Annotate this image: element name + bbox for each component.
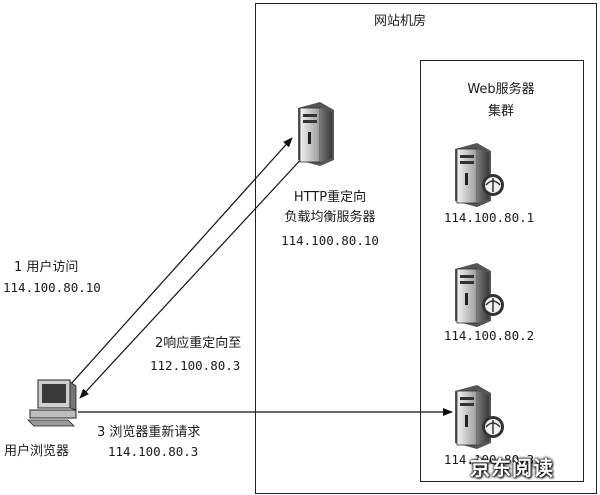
web-server-3-icon: [455, 385, 504, 449]
user-computer-icon: [27, 379, 77, 427]
load-balancer-ip: 114.100.80.10: [281, 233, 379, 248]
step-2-ip: 112.100.80.3: [150, 358, 241, 373]
step-2-label: 2响应重定向至: [155, 336, 242, 351]
cluster-label-line2: 集群: [487, 104, 514, 119]
watermark: 京东阅读: [470, 456, 554, 480]
datacenter-label: 网站机房: [374, 14, 427, 29]
web-server-1-icon: [455, 143, 504, 207]
load-balancer-label-line1: HTTP重定向: [293, 190, 367, 205]
step-3-label: 3 浏览器重新请求: [97, 425, 201, 440]
load-balancer-server-icon: [298, 102, 334, 166]
user-browser-label: 用户浏览器: [4, 444, 70, 459]
web-server-3-ip: 114.100.80.3: [443, 452, 535, 467]
step-1-ip: 114.100.80.10: [3, 280, 101, 295]
step-3-ip: 114.100.80.3: [108, 444, 199, 459]
web-server-2-ip: 114.100.80.2: [443, 328, 535, 343]
load-balancer-label-line2: 负载均衡服务器: [284, 210, 376, 225]
arrow-user-request: [61, 137, 293, 395]
web-server-2-icon: [455, 263, 504, 327]
arrow-redirect-response: [79, 154, 306, 399]
web-server-1-ip: 114.100.80.1: [443, 210, 535, 225]
cluster-label-line1: Web服务器: [467, 82, 535, 97]
server-cluster-box: [420, 60, 584, 482]
step-1-label: 1 用户访问: [14, 260, 79, 275]
